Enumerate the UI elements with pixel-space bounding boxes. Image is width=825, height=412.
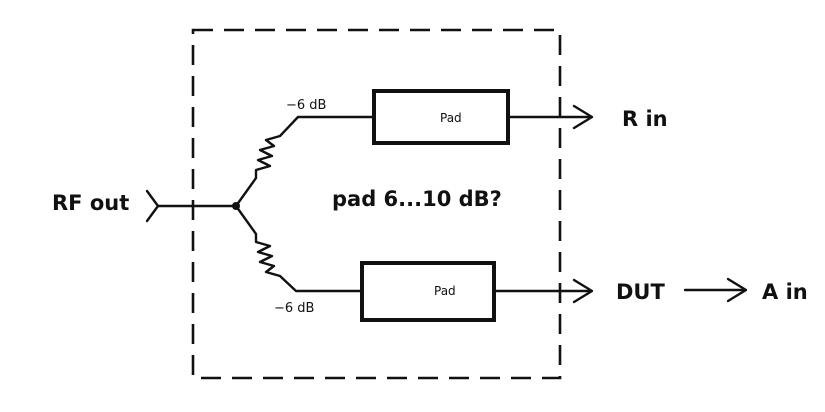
a-in-arrow-icon: [726, 277, 748, 303]
upper-arrow-icon: [572, 104, 594, 130]
upper-pad-label: Pad: [440, 111, 462, 125]
dut-label: DUT: [616, 280, 665, 304]
lower-branch-resistor: [234, 204, 364, 293]
upper-branch-resistor: [234, 115, 376, 208]
rf-out-label: RF out: [52, 191, 129, 215]
lower-attenuation-label: −6 dB: [274, 301, 314, 316]
lower-pad-box: [360, 261, 496, 322]
lower-pad-label: Pad: [434, 284, 456, 298]
upper-pad-box: [372, 89, 510, 145]
upper-attenuation-label: −6 dB: [286, 98, 326, 113]
r-in-label: R in: [622, 107, 668, 131]
pad-note: pad 6...10 dB?: [332, 187, 502, 211]
lower-arrow-icon: [572, 278, 594, 304]
dashed-enclosure: [191, 28, 562, 380]
a-in-label: A in: [762, 280, 808, 304]
input-connector-chevron: [145, 189, 160, 223]
